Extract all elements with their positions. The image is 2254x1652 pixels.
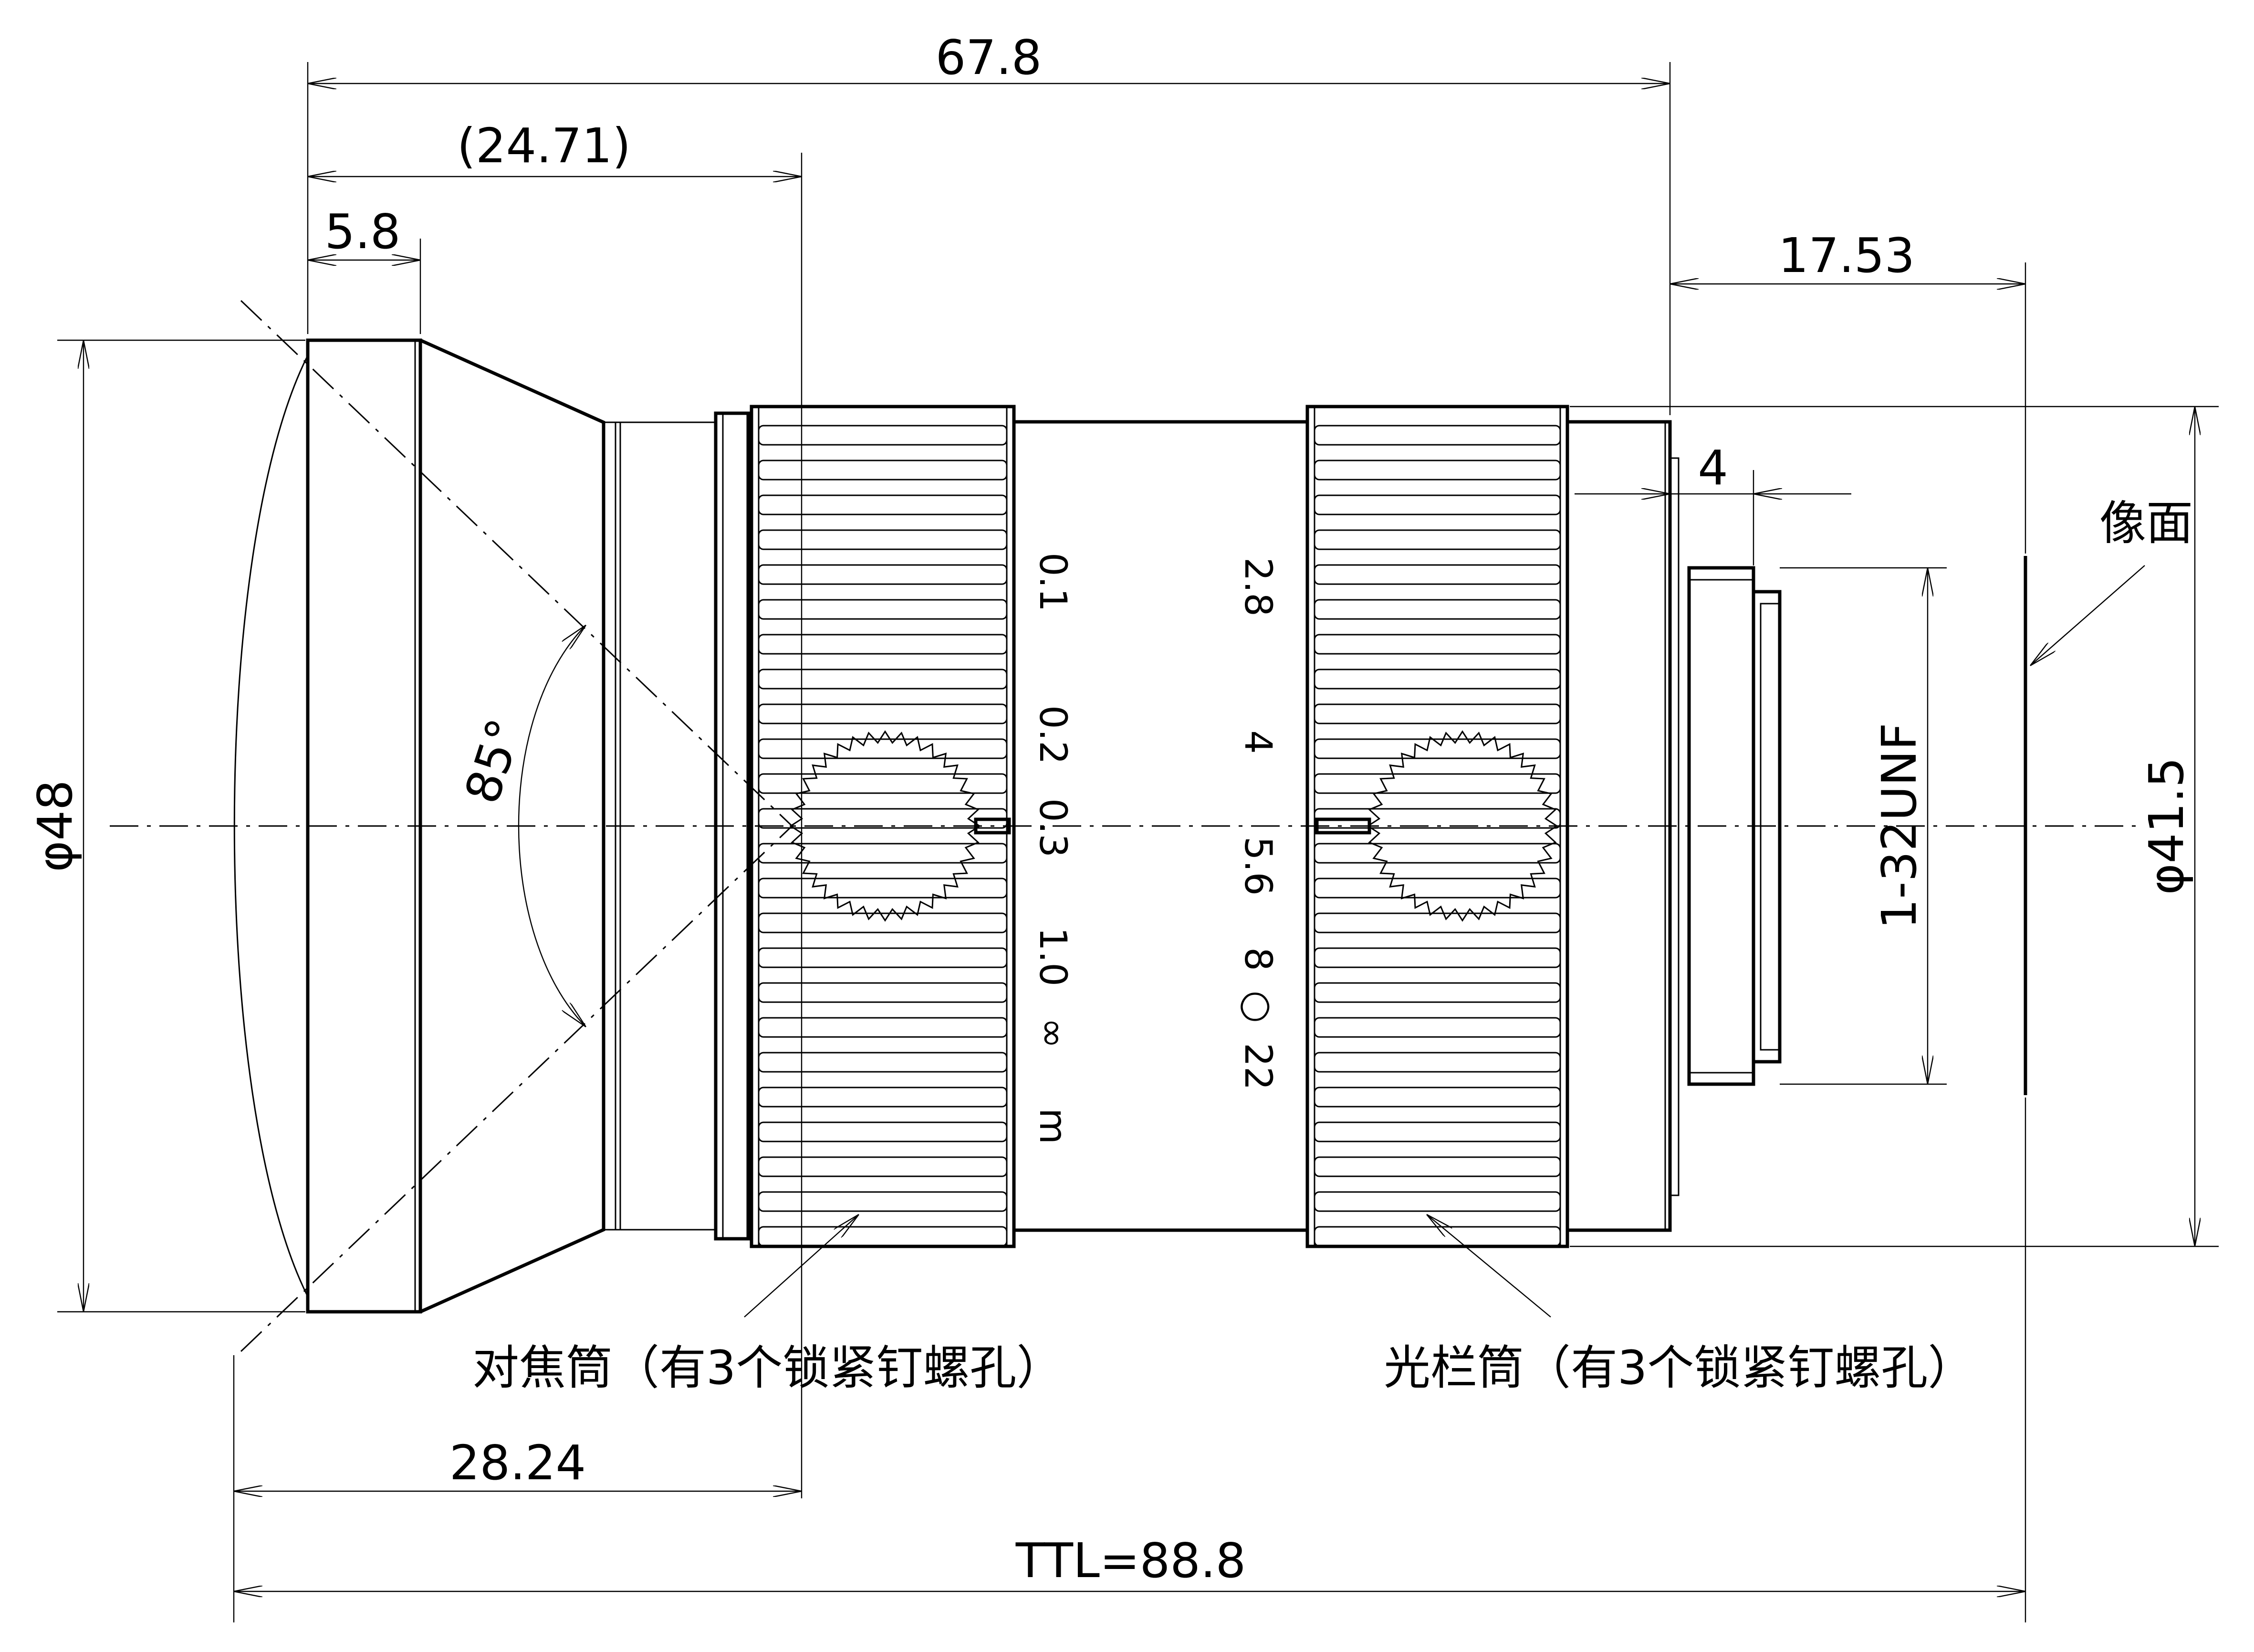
dim-rear-diameter	[1570, 406, 2219, 1247]
knurl-groove	[758, 1156, 1008, 1177]
knurl-groove	[758, 460, 1008, 481]
knurl-groove	[758, 1121, 1008, 1142]
field-of-view-lines	[240, 300, 793, 1352]
field-angle-label: 85°	[454, 712, 533, 810]
knurl-groove	[758, 982, 1008, 1003]
dim-total-length	[234, 1098, 2026, 1622]
knurl-groove	[1314, 947, 1561, 968]
dim-front-diameter-label: φ48	[27, 780, 83, 872]
focus-scale-value: 0.3	[1031, 798, 1074, 857]
knurl-groove	[758, 1087, 1008, 1108]
dim-front-section	[308, 239, 421, 334]
knurl-groove	[758, 947, 1008, 968]
knurl-groove	[758, 1191, 1008, 1212]
iris-barrel	[1305, 405, 1569, 1248]
knurl-groove	[1314, 564, 1561, 585]
aperture-scale-value: ○	[1236, 991, 1279, 1023]
dim-thread-label: 1-32UNF	[1871, 723, 1927, 929]
focus-scale-value: 0.2	[1031, 705, 1074, 764]
knurl-groove	[758, 564, 1008, 585]
knurl-groove	[758, 529, 1008, 550]
focus-barrel-label: 对焦筒（有3个锁紧钉螺孔）	[472, 1341, 1063, 1395]
knurl-groove	[1314, 599, 1561, 620]
aperture-scale-value: 8	[1236, 947, 1279, 971]
knurl-groove	[1314, 634, 1561, 655]
focus-scale-value: ∞	[1031, 1018, 1074, 1049]
dim-mount-step-label: 4	[1698, 440, 1728, 496]
iris-barrel-leader	[1427, 1214, 1551, 1317]
knurl-groove	[758, 738, 1008, 759]
c-mount-thread	[1687, 566, 1782, 1086]
knurl-groove	[758, 878, 1008, 899]
dim-mount-step	[1575, 470, 1851, 565]
knurl-groove	[758, 773, 1008, 794]
image-plane-label: 像面	[2099, 496, 2193, 551]
dim-overall-body	[307, 62, 1671, 415]
aperture-scale-value: 4	[1236, 730, 1279, 754]
dim-front-to-focus-ring-label: (24.71)	[457, 118, 631, 174]
knurl-groove	[758, 1226, 1008, 1247]
knurl-groove	[758, 1052, 1008, 1073]
iris-barrel-label: 光栏筒（有3个锁紧钉螺孔）	[1384, 1341, 1974, 1395]
rear-body	[1567, 420, 1680, 1232]
knurl-groove	[1314, 669, 1561, 690]
aperture-scale-value: 2.8	[1236, 557, 1279, 617]
knurl-groove	[1314, 1191, 1561, 1212]
knurl-groove	[758, 703, 1008, 724]
iris-lock-screw	[1315, 730, 1558, 922]
knurl-groove	[1314, 773, 1561, 794]
knurl-groove	[1314, 1087, 1561, 1108]
dim-rear-diameter-label: φ41.5	[2139, 757, 2194, 895]
focus-barrel	[750, 405, 1016, 1248]
dim-overall-body-label: 67.8	[936, 30, 1042, 85]
dim-front-to-focus-ring	[308, 153, 803, 1498]
knurl-groove	[758, 494, 1008, 515]
knurl-groove	[1314, 425, 1561, 446]
knurl-groove	[758, 425, 1008, 446]
focus-scale-value: 1.0	[1031, 927, 1074, 986]
knurl-groove	[1314, 460, 1561, 481]
knurl-groove	[1314, 843, 1561, 864]
knurl-groove	[1314, 1052, 1561, 1073]
dim-back-flange-label: 17.53	[1778, 228, 1915, 283]
knurl-groove	[1314, 982, 1561, 1003]
knurl-groove	[758, 599, 1008, 620]
dim-total-length-label: TTL=88.8	[1015, 1533, 1246, 1589]
knurl-groove	[1314, 1156, 1561, 1177]
knurl-groove	[1314, 529, 1561, 550]
knurl-groove	[1314, 1121, 1561, 1142]
aperture-scale-value: 22	[1236, 1043, 1279, 1090]
focus-barrel-leader	[744, 1214, 859, 1317]
dim-thread	[1780, 567, 1947, 1085]
dim-front-diameter	[57, 339, 305, 1313]
dim-front-to-focus-ring-edge	[233, 1355, 802, 1622]
focus-scale: 0.1 0.2 0.3 1.0 ∞ m	[1031, 553, 1074, 1144]
knurl-groove	[758, 1017, 1008, 1038]
focus-scale-unit: m	[1031, 1108, 1074, 1144]
focus-lock-screw	[789, 730, 1011, 922]
aperture-scale: 2.8 4 5.6 8 ○ 22	[1236, 557, 1279, 1090]
aperture-scale-value: 5.6	[1236, 836, 1279, 896]
knurl-groove	[758, 669, 1008, 690]
knurl-groove	[1314, 1017, 1561, 1038]
focus-scale-value: 0.1	[1031, 553, 1074, 612]
dim-front-section-label: 5.8	[324, 204, 400, 260]
knurl-groove	[1314, 912, 1561, 933]
knurl-groove	[1314, 494, 1561, 515]
knurl-groove	[1314, 1226, 1561, 1247]
middle-body	[1014, 420, 1307, 1232]
dim-front-to-focus-ring-edge-label: 28.24	[449, 1435, 586, 1491]
knurl-groove	[1314, 703, 1561, 724]
knurl-groove	[758, 634, 1008, 655]
dim-back-flange	[1670, 262, 2026, 554]
